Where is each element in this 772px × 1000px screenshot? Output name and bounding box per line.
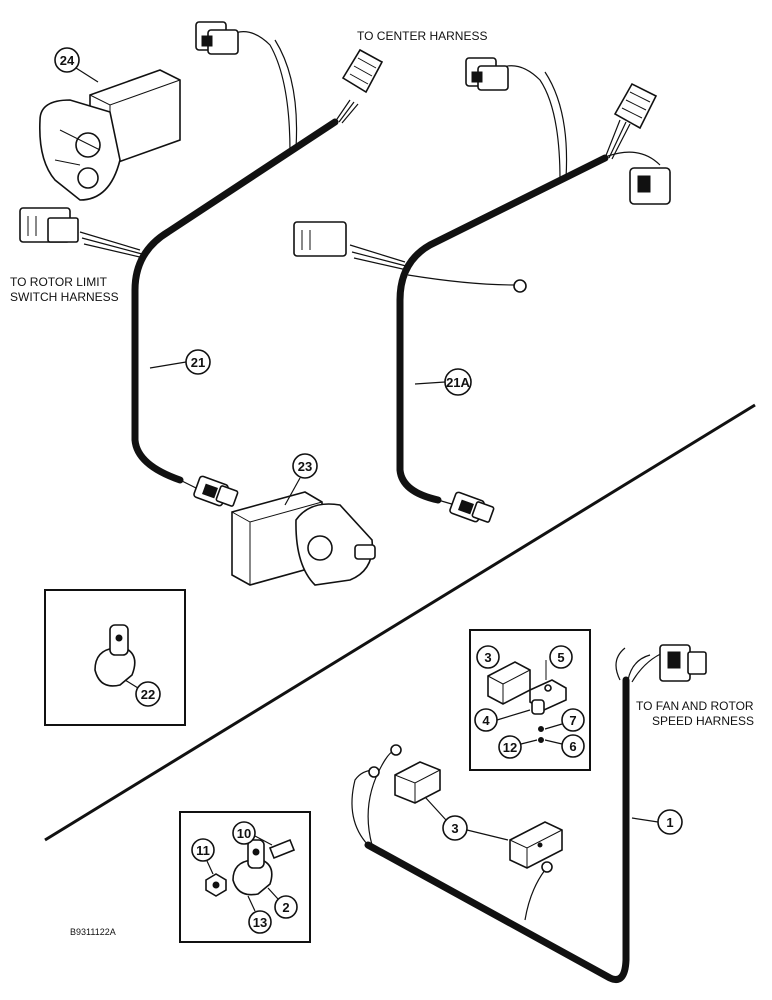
callout-23: 23 <box>284 453 318 506</box>
callout-24: 24 <box>54 47 99 83</box>
callout-13: 13 <box>247 895 272 934</box>
callout-6-label: 6 <box>569 739 576 754</box>
callout-11: 11 <box>191 838 215 875</box>
callout-21a-label: 21A <box>446 375 470 390</box>
callout-21-label: 21 <box>191 355 205 370</box>
callout-21: 21 <box>149 349 211 375</box>
connector-bottom-harness-21a <box>449 491 495 523</box>
motor-assembly-24 <box>38 69 181 201</box>
callout-12: 12 <box>498 735 538 759</box>
callout-2: 2 <box>267 887 298 919</box>
harness-1 <box>351 647 666 983</box>
ring-terminal-lower-right <box>541 861 553 873</box>
switch-part-3-lower <box>509 821 563 869</box>
connector-rotor-limit <box>19 207 79 243</box>
callout-22: 22 <box>124 679 161 707</box>
connector-center-harness-right <box>613 82 658 130</box>
ring-terminal-upper <box>390 744 402 756</box>
callout-3-inset: 3 <box>476 645 500 669</box>
callout-2-label: 2 <box>282 900 289 915</box>
callout-1: 1 <box>631 809 683 835</box>
harness-21 <box>79 31 359 491</box>
callout-23-label: 23 <box>298 459 312 474</box>
callout-5-label: 5 <box>557 650 564 665</box>
callout-1-label: 1 <box>666 815 673 830</box>
callout-10-label: 10 <box>237 826 251 841</box>
callout-12-label: 12 <box>503 740 517 755</box>
callout-24-label: 24 <box>60 53 75 68</box>
label-to-fan-line1: TO FAN AND ROTOR <box>636 699 754 713</box>
inset-box-22 <box>44 589 186 726</box>
callout-6: 6 <box>544 734 585 758</box>
ring-terminal-21a <box>513 279 527 293</box>
callout-22-label: 22 <box>141 687 155 702</box>
callout-21a: 21A <box>414 368 472 396</box>
divider-line <box>44 403 756 842</box>
label-to-rotor-limit-line2: SWITCH HARNESS <box>10 290 119 304</box>
callout-3-inset-label: 3 <box>484 650 491 665</box>
connector-side-right <box>629 167 671 205</box>
connector-center-harness-left <box>341 48 384 94</box>
callout-7: 7 <box>544 708 585 732</box>
callout-11-label: 11 <box>196 843 210 858</box>
connector-top-right <box>465 57 509 91</box>
figure-code: B9311122A <box>70 927 116 937</box>
motor-assembly-23 <box>231 491 376 586</box>
connector-bottom-harness-21 <box>193 475 239 507</box>
callout-3-harness: 3 <box>424 796 509 841</box>
callout-13-label: 13 <box>253 915 267 930</box>
callout-4-label: 4 <box>482 713 490 728</box>
label-to-rotor-limit-line1: TO ROTOR LIMIT <box>10 275 108 289</box>
callout-5: 5 <box>549 645 573 669</box>
ring-terminal-lower-left <box>368 766 380 778</box>
switch-part-3-upper <box>394 761 441 804</box>
connector-top-left <box>195 21 239 55</box>
harness-21a <box>349 65 661 506</box>
connector-mid-left-21a <box>293 221 347 257</box>
connector-fan-rotor-harness <box>659 644 707 682</box>
label-to-center-harness: TO CENTER HARNESS <box>357 29 487 43</box>
callout-3-harness-label: 3 <box>451 821 458 836</box>
callout-7-label: 7 <box>569 713 576 728</box>
label-to-fan-line2: SPEED HARNESS <box>652 714 754 728</box>
callout-4: 4 <box>474 708 531 732</box>
callout-10: 10 <box>232 821 273 846</box>
